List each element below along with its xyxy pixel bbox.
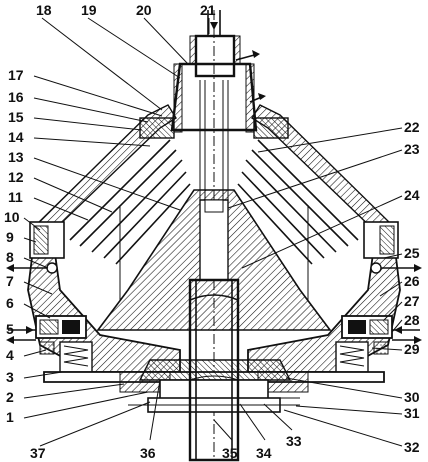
label-11: 11 (8, 189, 23, 205)
label-33: 33 (286, 433, 302, 449)
leader-lines (23, 17, 403, 447)
label-32: 32 (404, 439, 420, 455)
label-35: 35 (222, 445, 238, 461)
label-17: 17 (8, 67, 24, 83)
label-7: 7 (6, 273, 14, 289)
label-29: 29 (404, 341, 420, 357)
label-8: 8 (6, 249, 14, 265)
label-1: 1 (6, 409, 14, 425)
label-12: 12 (8, 169, 24, 185)
label-34: 34 (256, 445, 272, 461)
label-2: 2 (6, 389, 14, 405)
label-22: 22 (404, 119, 420, 135)
label-4: 4 (6, 347, 14, 363)
label-23: 23 (404, 141, 420, 157)
label-16: 16 (8, 89, 24, 105)
label-9: 9 (6, 229, 14, 245)
label-28: 28 (404, 312, 420, 328)
label-19: 19 (81, 2, 97, 18)
label-14: 14 (8, 129, 24, 145)
label-5: 5 (6, 321, 14, 337)
label-24: 24 (404, 187, 420, 203)
label-27: 27 (404, 293, 420, 309)
label-30: 30 (404, 389, 420, 405)
label-36: 36 (140, 445, 156, 461)
label-18: 18 (36, 2, 52, 18)
label-25: 25 (404, 245, 420, 261)
part-labels: 18 19 20 21 17 16 15 14 13 12 11 10 9 8 … (4, 2, 420, 461)
disc-stack (69, 139, 359, 300)
label-15: 15 (8, 109, 24, 125)
label-6: 6 (6, 295, 14, 311)
label-3: 3 (6, 369, 14, 385)
centrifuge-drawing (6, 10, 422, 462)
label-37: 37 (30, 445, 46, 461)
label-31: 31 (404, 405, 420, 421)
label-10: 10 (4, 209, 20, 225)
label-26: 26 (404, 273, 420, 289)
label-20: 20 (136, 2, 152, 18)
label-21: 21 (200, 2, 216, 18)
label-13: 13 (8, 149, 24, 165)
